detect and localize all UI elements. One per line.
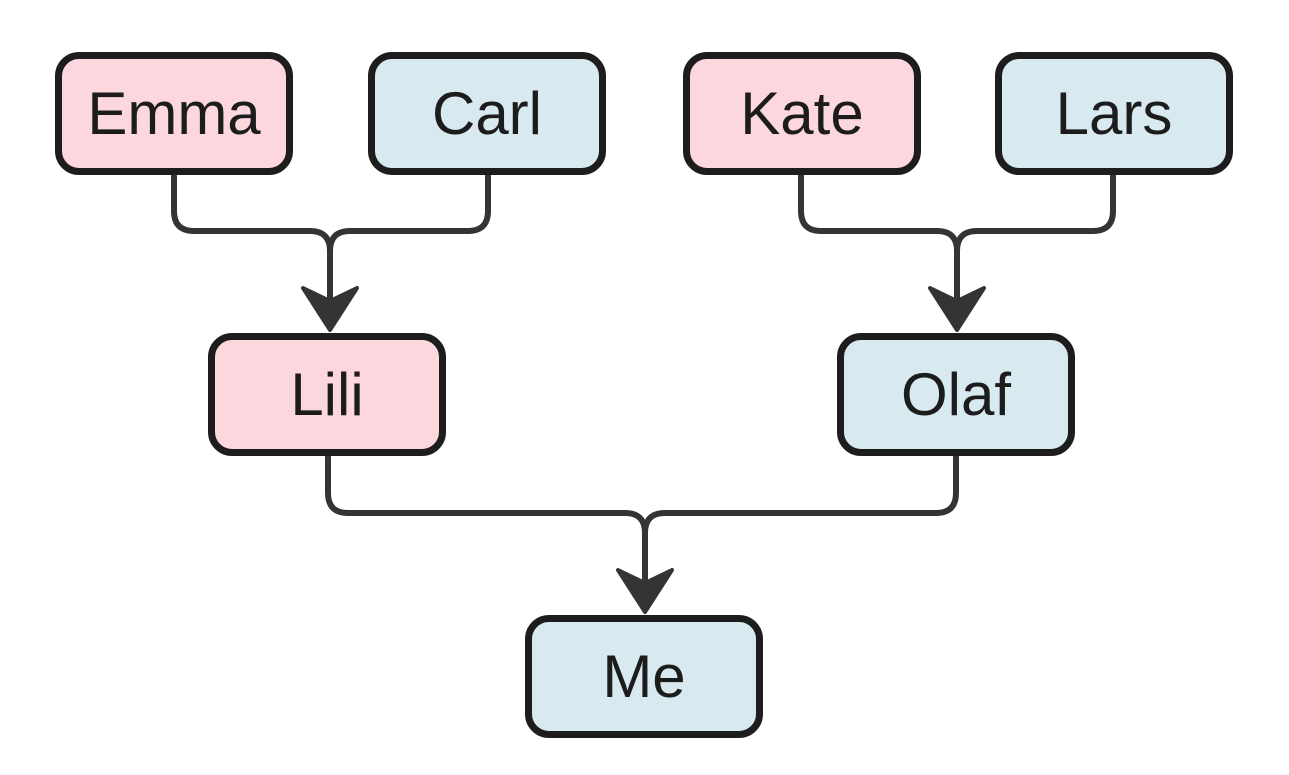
node-lili: Lili (208, 333, 446, 456)
node-carl: Carl (368, 52, 606, 175)
node-lars: Lars (995, 52, 1233, 175)
node-olaf: Olaf (837, 333, 1075, 456)
node-me: Me (525, 615, 763, 738)
node-kate: Kate (683, 52, 921, 175)
node-emma-label: Emma (87, 79, 261, 147)
edge-lili-me (325, 454, 648, 585)
node-lili-label: Lili (290, 360, 364, 428)
edge-olaf-me (642, 454, 959, 585)
node-carl-label: Carl (431, 79, 542, 147)
edge-kate-olaf (798, 173, 960, 303)
arrowhead-into-lili (301, 286, 359, 332)
node-emma: Emma (55, 52, 293, 175)
node-olaf-label: Olaf (900, 360, 1012, 428)
node-me-label: Me (602, 642, 686, 710)
node-kate-label: Kate (740, 79, 864, 147)
edge-lars-olaf (954, 173, 1116, 303)
arrowhead-into-olaf (928, 286, 986, 332)
edge-emma-lili (171, 173, 333, 303)
node-lars-label: Lars (1055, 79, 1173, 147)
edge-carl-lili (327, 173, 491, 303)
arrowhead-into-me (616, 568, 674, 614)
